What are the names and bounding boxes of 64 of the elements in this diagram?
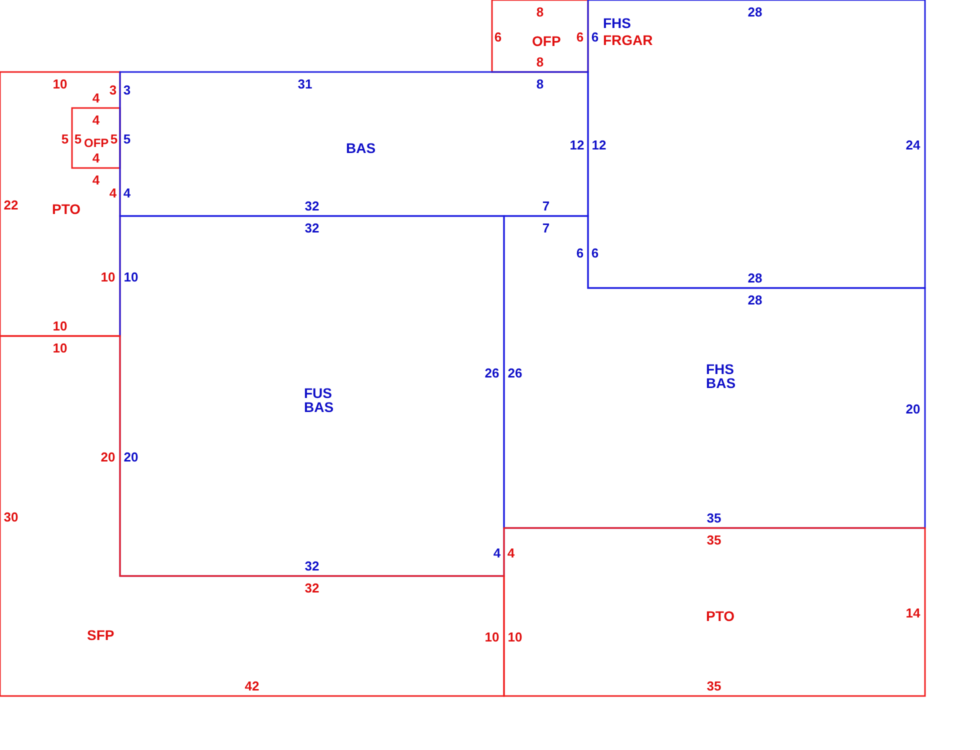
dimension-label: 6 [591,30,599,44]
dimension-label: 4 [493,546,501,560]
dimension-label: 10 [52,342,68,354]
area-label: FHS BAS [706,362,736,390]
area-label: PTO [52,202,81,216]
dimension-label: 10 [52,320,68,332]
area-label: FHS [603,16,631,30]
area-label: BAS [346,141,376,155]
dimension-label: 4 [92,152,100,164]
dimension-label: 31 [298,78,312,90]
dimension-label: 3 [109,84,117,96]
dimension-label: 8 [536,78,544,90]
dimension-label: 10 [100,270,116,284]
dimension-label: 4 [92,174,100,186]
dimension-label: 8 [536,56,544,68]
dimension-label: 6 [576,246,584,260]
dimension-label: 35 [706,680,722,692]
dimension-label: 10 [124,270,138,284]
dimension-label: 4 [507,546,515,560]
dimension-label: 35 [706,512,722,524]
dimension-label: 4 [92,92,100,104]
dimension-label: 14 [906,606,920,620]
dimension-label: 10 [52,78,68,90]
dimension-label: 30 [4,510,18,524]
dimension-label: 26 [484,366,500,380]
dimension-label: 5 [61,132,69,146]
dimension-label: 26 [508,366,522,380]
dimension-label: 32 [304,200,320,212]
dimension-label: 12 [570,138,584,152]
dimension-label: 4 [109,186,117,200]
dimension-label: 7 [542,222,550,234]
dimension-label: 6 [591,246,599,260]
dimension-label: 32 [304,222,320,234]
dimension-label: 5 [123,132,131,146]
dimension-label: 7 [542,200,550,212]
area-label: FRGAR [603,33,653,47]
area-label: PTO [706,609,735,623]
dimension-label: 20 [124,450,138,464]
dimension-label: 20 [906,402,920,416]
dimension-label: 5 [74,132,82,146]
dimension-label: 12 [592,138,606,152]
dimension-label: 6 [576,30,584,44]
dimension-label: 6 [494,30,502,44]
dimension-label: 8 [536,6,544,18]
area-label: SFP [87,628,114,642]
dimension-label: 28 [748,6,762,18]
dimension-label: 10 [484,630,500,644]
area-label: FUS BAS [304,386,334,414]
dimension-label: 10 [508,630,522,644]
dimension-label: 20 [100,450,116,464]
dimension-label: 32 [304,560,320,572]
dimension-label: 5 [110,132,118,146]
dimension-label: 24 [906,138,920,152]
dimension-label: 4 [123,186,131,200]
area-label: OFP [532,34,561,48]
area-label: OFP [84,136,109,150]
dimension-label: 28 [748,272,762,284]
dimension-label: 42 [244,680,260,692]
dimension-label: 32 [304,582,320,594]
dimension-label: 28 [748,294,762,306]
dimension-label: 22 [4,198,18,212]
dimension-label: 35 [706,534,722,546]
dimension-label: 4 [92,114,100,126]
dimension-label: 3 [123,84,131,96]
